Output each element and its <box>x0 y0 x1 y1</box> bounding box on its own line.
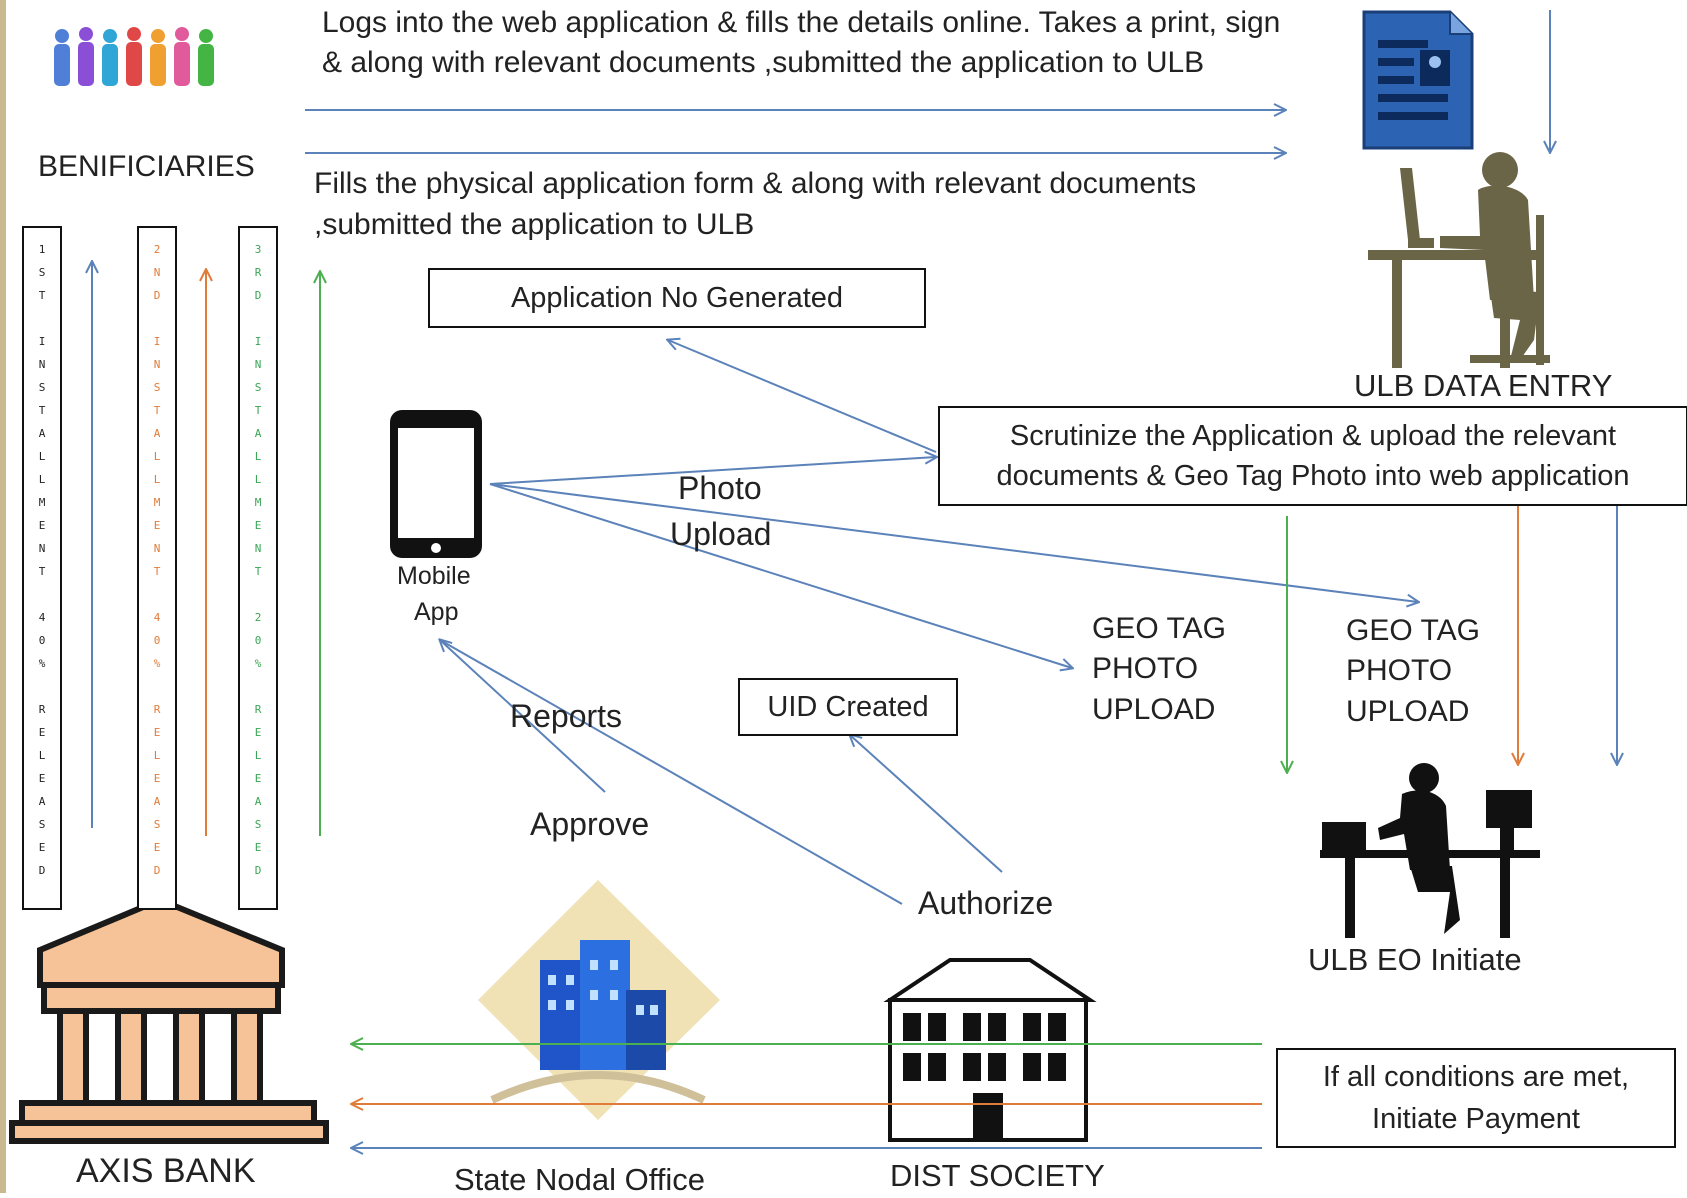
state-nodal-building-icon <box>478 880 720 1120</box>
upload-label: Upload <box>670 516 772 552</box>
eo-office-person-icon <box>1320 763 1540 938</box>
approve-label: Approve <box>530 806 650 842</box>
axis-bank-label: AXIS BANK <box>76 1152 256 1190</box>
data-entry-person-icon <box>1368 152 1550 368</box>
initiate-payment-box: If all conditions are met, Initiate Paym… <box>1276 1048 1676 1148</box>
geo-tag-1-line2: PHOTO <box>1092 652 1199 685</box>
online-flow-text-line2: & along with relevant documents ,submitt… <box>322 46 1205 79</box>
scrutinize-box: Scrutinize the Application & upload the … <box>938 406 1687 506</box>
authorize-label: Authorize <box>918 885 1054 921</box>
mobile-phone-icon <box>390 410 482 558</box>
beneficiaries-label: BENIFICIARIES <box>38 150 255 183</box>
geo-tag-1-line3: UPLOAD <box>1092 693 1216 726</box>
geo-tag-1-line1: GEO TAG <box>1092 612 1226 645</box>
reports-label: Reports <box>510 698 623 734</box>
document-icon <box>1362 10 1474 150</box>
photo-label: Photo <box>678 470 762 506</box>
beneficiaries-people-icon <box>54 27 214 86</box>
payment-line2: Initiate Payment <box>1372 1103 1580 1135</box>
application-no-box: Application No Generated <box>428 268 926 328</box>
mobile-app-label-line2: App <box>414 598 459 626</box>
bank-building-icon <box>9 896 329 1144</box>
state-nodal-office-label: State Nodal Office <box>454 1162 706 1197</box>
geo-tag-2-line2: PHOTO <box>1346 654 1453 687</box>
payment-line1: If all conditions are met, <box>1322 1061 1630 1093</box>
geo-tag-2-line1: GEO TAG <box>1346 614 1480 647</box>
ulb-eo-label: ULB EO Initiate <box>1308 942 1522 977</box>
left-border-strip <box>0 0 6 1193</box>
scrutinize-line2: documents & Geo Tag Photo into web appli… <box>996 460 1630 492</box>
online-flow-text-line1: Logs into the web application & fills th… <box>322 6 1281 39</box>
scrutinize-line1: Scrutinize the Application & upload the … <box>1009 420 1617 452</box>
physical-flow-text-line1: Fills the physical application form & al… <box>314 167 1197 200</box>
dist-society-label: DIST SOCIETY <box>890 1158 1105 1193</box>
ulb-data-entry-label: ULB DATA ENTRY <box>1354 368 1613 403</box>
physical-flow-text-line2: ,submitted the application to ULB <box>314 208 755 241</box>
dist-society-house-icon <box>883 958 1097 1142</box>
geo-tag-2-line3: UPLOAD <box>1346 695 1470 728</box>
mobile-app-label-line1: Mobile <box>397 562 471 590</box>
uid-created-box: UID Created <box>738 678 958 736</box>
